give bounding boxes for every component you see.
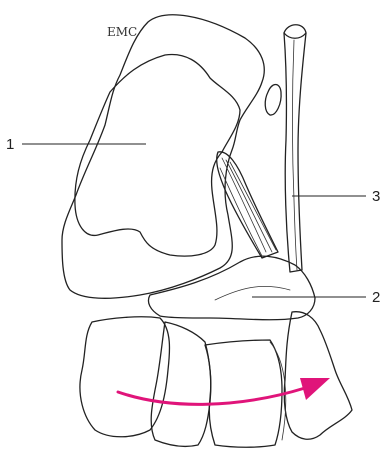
label-1: 1 — [6, 136, 14, 153]
bone-2-inner-line — [215, 286, 290, 300]
bone-lower-middle-left — [151, 322, 211, 446]
emc-logo: EMC — [107, 25, 137, 39]
ligament-fibers — [220, 158, 276, 256]
talus-outline — [62, 15, 264, 298]
bone-lower-right — [284, 312, 352, 440]
bone-lower-middle-right — [205, 340, 282, 447]
tendon-top-ellipse — [284, 33, 306, 38]
rotation-arrow-head — [300, 378, 330, 400]
talus-articular-surface — [75, 54, 240, 256]
label-2: 2 — [372, 289, 380, 306]
tendon-fiber — [293, 40, 298, 270]
small-oval-bone — [265, 85, 281, 116]
label-3: 3 — [372, 188, 380, 205]
bone-lower-left — [80, 317, 170, 437]
rotation-arrow-shaft — [118, 388, 305, 404]
